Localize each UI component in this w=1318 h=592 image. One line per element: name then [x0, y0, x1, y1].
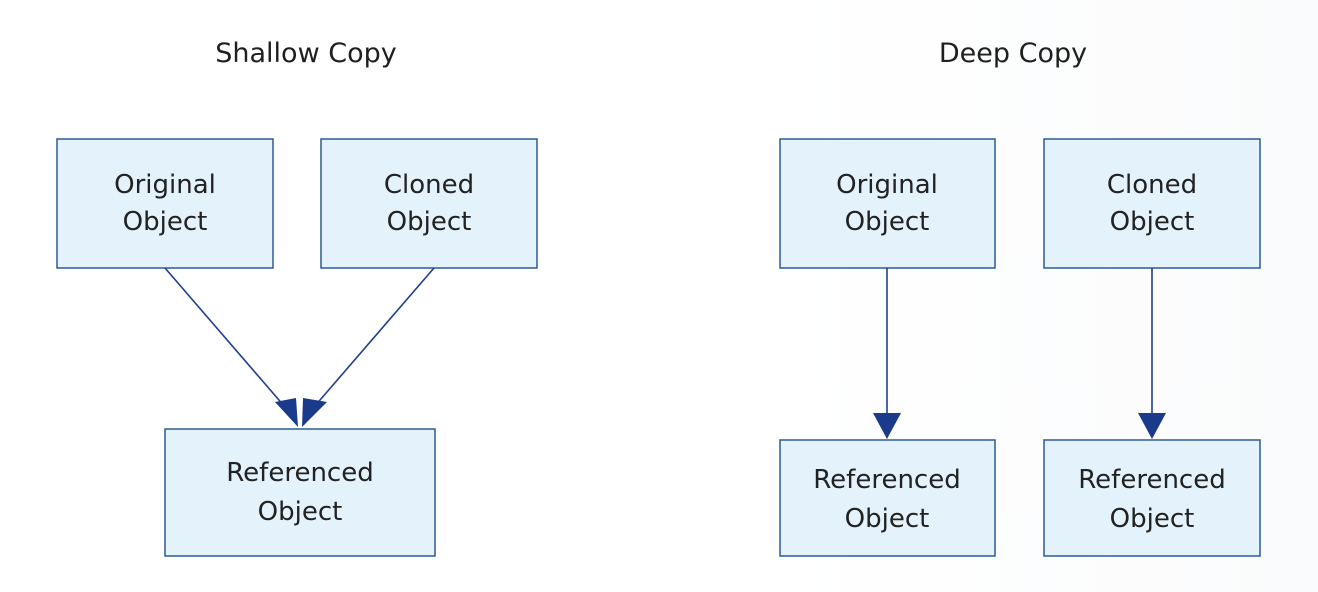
shallow-copy-title: Shallow Copy [215, 38, 396, 69]
deep-original-box [779, 138, 996, 269]
shallow-original-label-line2: Object [123, 207, 208, 237]
shallow-referenced-label-line1: Referenced [226, 458, 373, 488]
shallow-original-box [56, 138, 274, 269]
shallow-referenced-node: Referenced Object [164, 428, 436, 557]
shallow-copy-section: Shallow Copy Original Object Cloned Obje… [56, 38, 538, 557]
shallow-cloned-label-line2: Object [387, 207, 472, 237]
shallow-arrowhead-right [302, 398, 327, 427]
deep-cloned-node: Cloned Object [1043, 138, 1261, 269]
deep-arrowhead-left [873, 413, 901, 439]
shallow-cloned-node: Cloned Object [320, 138, 538, 269]
shallow-edge-original-to-referenced [164, 267, 286, 408]
shallow-referenced-box [164, 428, 436, 557]
deep-referenced-right-label-line2: Object [1110, 504, 1195, 534]
shallow-cloned-label-line1: Cloned [384, 170, 474, 200]
deep-referenced-left-label-line1: Referenced [813, 465, 960, 495]
deep-original-node: Original Object [779, 138, 996, 269]
deep-referenced-left-box [779, 439, 996, 557]
deep-cloned-box [1043, 138, 1261, 269]
deep-cloned-label-line1: Cloned [1107, 170, 1197, 200]
shallow-edge-cloned-to-referenced [313, 267, 435, 408]
deep-referenced-right-label-line1: Referenced [1078, 465, 1225, 495]
deep-original-label-line2: Object [845, 207, 930, 237]
deep-copy-title: Deep Copy [939, 38, 1087, 69]
shallow-referenced-label-line2: Object [258, 497, 343, 527]
shallow-original-node: Original Object [56, 138, 274, 269]
deep-referenced-right-node: Referenced Object [1043, 439, 1261, 557]
deep-referenced-left-node: Referenced Object [779, 439, 996, 557]
deep-original-label-line1: Original [836, 170, 938, 200]
deep-referenced-right-box [1043, 439, 1261, 557]
deep-referenced-left-label-line2: Object [845, 504, 930, 534]
shallow-original-label-line1: Original [114, 170, 216, 200]
deep-copy-section: Deep Copy Original Object Cloned Object … [779, 38, 1261, 557]
deep-arrowhead-right [1138, 413, 1166, 439]
shallow-cloned-box [320, 138, 538, 269]
shallow-arrowhead-left [275, 398, 298, 427]
deep-cloned-label-line2: Object [1110, 207, 1195, 237]
